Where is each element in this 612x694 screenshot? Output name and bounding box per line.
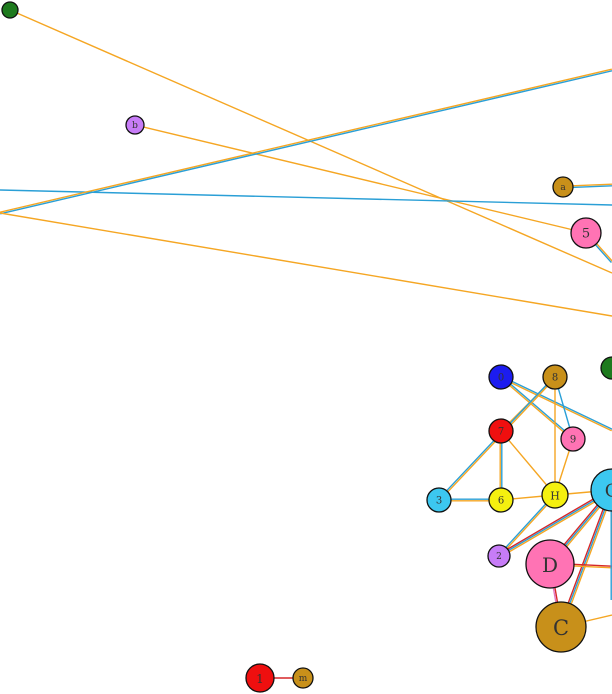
node-label: 8 bbox=[552, 373, 558, 384]
node-6[interactable]: 6 bbox=[488, 487, 514, 513]
node-label: a bbox=[560, 183, 566, 193]
node-label: 2 bbox=[496, 552, 502, 562]
node-D[interactable]: D bbox=[525, 539, 575, 589]
edge-stroke-blue bbox=[0, 189, 612, 206]
node-9[interactable]: 9 bbox=[560, 426, 586, 452]
node-label: 9 bbox=[570, 435, 576, 446]
node-circle[interactable] bbox=[292, 667, 314, 689]
node-3[interactable]: 3 bbox=[426, 487, 452, 513]
node-circle[interactable] bbox=[590, 468, 612, 512]
node-1[interactable]: 1 bbox=[245, 663, 275, 693]
node-label: m bbox=[299, 674, 308, 684]
node-circle[interactable] bbox=[245, 663, 275, 693]
edge-stroke-blue bbox=[501, 375, 574, 439]
edge-stroke-orange bbox=[499, 491, 612, 558]
node-n-tl[interactable] bbox=[1, 1, 19, 19]
node-8[interactable]: 8 bbox=[542, 364, 568, 390]
node-5[interactable]: 5 bbox=[570, 217, 602, 249]
node-circle[interactable] bbox=[525, 539, 575, 589]
edge-n-b-n-5 bbox=[134, 124, 587, 234]
node-circle[interactable] bbox=[426, 487, 452, 513]
node-label: 7 bbox=[498, 427, 504, 438]
node-label: 6 bbox=[498, 496, 504, 507]
node-circle[interactable] bbox=[488, 487, 514, 513]
edge-stroke-blue bbox=[497, 493, 555, 556]
node-m[interactable]: m bbox=[292, 667, 314, 689]
node-a[interactable]: a bbox=[552, 176, 574, 198]
edge-n-0-off-right-g bbox=[500, 375, 612, 432]
node-label: b bbox=[132, 121, 138, 131]
node-circle[interactable] bbox=[570, 217, 602, 249]
node-circle[interactable] bbox=[560, 426, 586, 452]
edge-n-H-n-2 bbox=[497, 493, 557, 558]
edge-stroke-blue bbox=[498, 489, 612, 557]
node-label: 1 bbox=[256, 672, 264, 686]
node-label: 3 bbox=[436, 496, 442, 507]
node-label: C bbox=[553, 616, 569, 640]
node-H[interactable]: H bbox=[541, 481, 569, 509]
edge-stroke-orange bbox=[0, 212, 612, 317]
node-circle[interactable] bbox=[487, 544, 511, 568]
edge-n-0-n-9 bbox=[500, 375, 574, 441]
node-label: D bbox=[542, 553, 558, 577]
edge-stroke-red bbox=[497, 488, 612, 556]
edge-stroke-orange bbox=[500, 377, 573, 441]
edge-off-left-b-off-right-d bbox=[0, 212, 612, 317]
node-label: H bbox=[550, 490, 560, 503]
edge-stroke-blue bbox=[501, 375, 612, 430]
node-circle[interactable] bbox=[600, 356, 612, 380]
node-7[interactable]: 7 bbox=[488, 418, 514, 444]
node-circle[interactable] bbox=[1, 1, 19, 19]
node-circle[interactable] bbox=[552, 176, 574, 198]
edge-stroke-blue bbox=[0, 70, 612, 215]
edge-n-2-n-G bbox=[497, 488, 612, 558]
node-label: 0 bbox=[498, 373, 504, 384]
edge-stroke-orange bbox=[134, 124, 587, 234]
node-C[interactable]: C bbox=[535, 601, 587, 653]
node-n-grn[interactable] bbox=[600, 356, 612, 380]
edge-layer bbox=[0, 9, 612, 679]
edge-n-7-n-H bbox=[500, 430, 556, 496]
edge-off-left-a-off-right-b bbox=[0, 189, 612, 206]
edge-stroke-orange bbox=[500, 377, 612, 432]
node-label: G bbox=[605, 481, 612, 502]
edge-off-left-b-off-right-c bbox=[0, 68, 612, 215]
node-circle[interactable] bbox=[542, 364, 568, 390]
node-0[interactable]: 0 bbox=[488, 364, 514, 390]
node-circle[interactable] bbox=[488, 364, 514, 390]
node-circle[interactable] bbox=[541, 481, 569, 509]
edge-stroke-orange bbox=[0, 68, 612, 213]
edge-stroke-orange bbox=[499, 495, 557, 558]
edge-stroke-orange bbox=[500, 430, 556, 496]
node-circle[interactable] bbox=[125, 115, 145, 135]
node-label: 5 bbox=[582, 227, 590, 242]
node-circle[interactable] bbox=[535, 601, 587, 653]
node-circle[interactable] bbox=[488, 418, 514, 444]
node-G[interactable]: G bbox=[590, 468, 612, 512]
node-b[interactable]: b bbox=[125, 115, 145, 135]
node-2[interactable]: 2 bbox=[487, 544, 511, 568]
